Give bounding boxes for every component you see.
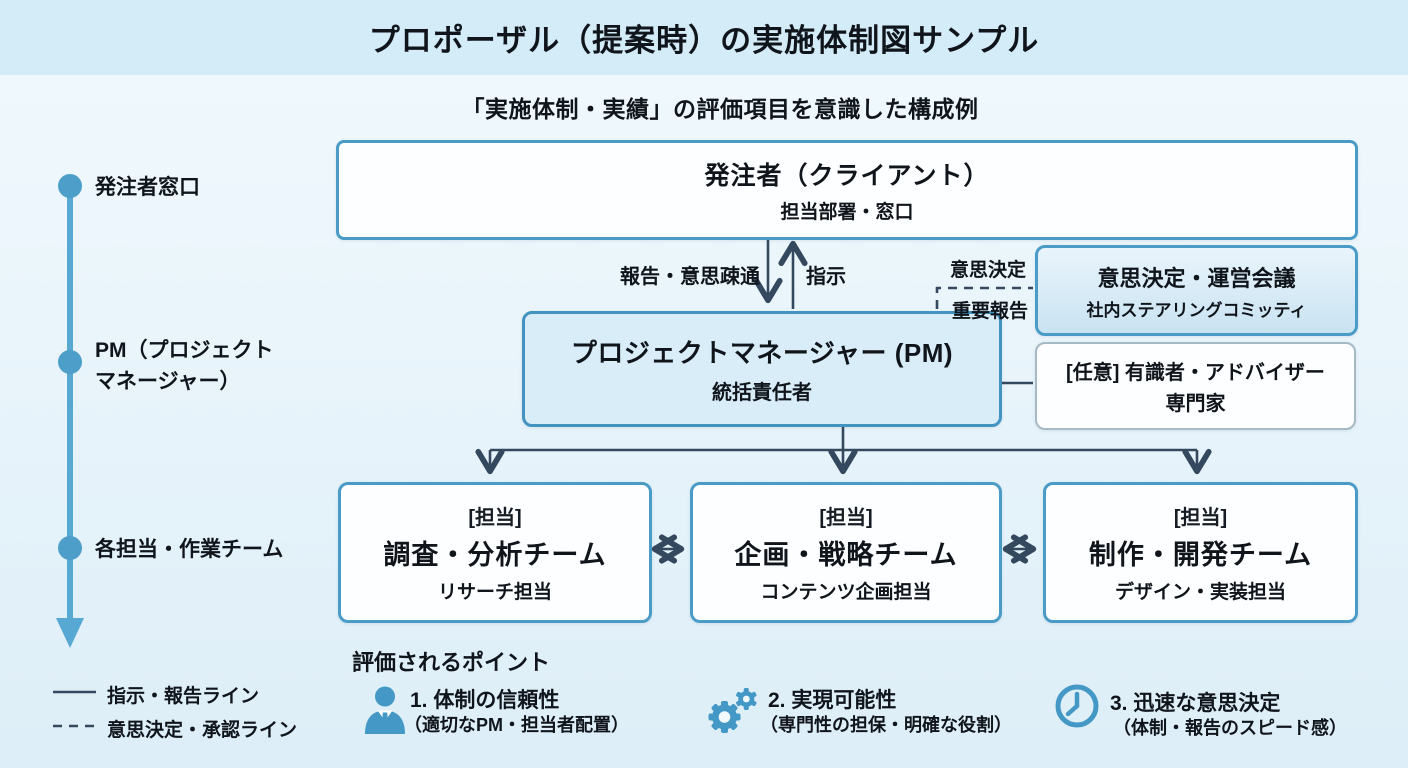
team-box-research: [担当] 調査・分析チーム リサーチ担当 <box>338 482 652 623</box>
pm-box-title: プロジェクトマネージャー (PM) <box>570 338 954 368</box>
gears-icon <box>708 688 757 733</box>
label-report-communication: 報告・意思疎通 <box>620 266 760 288</box>
evaluation-title-3: 3. 迅速な意思決定 <box>1110 692 1281 715</box>
client-box-title: 発注者（クライアント） <box>704 162 990 190</box>
timeline-label-line: PM（プロジェクト <box>95 339 274 362</box>
client-box: 発注者（クライアント） 担当部署・窓口 <box>336 140 1358 240</box>
advisor-box: [任意] 有識者・アドバイザー 専門家 <box>1035 342 1356 430</box>
advisor-box-subtitle: 専門家 <box>1165 393 1226 415</box>
timeline-label-client: 発注者窓口 <box>95 172 200 203</box>
team-sub: リサーチ担当 <box>437 582 552 603</box>
pm-box: プロジェクトマネージャー (PM) 統括責任者 <box>522 311 1002 427</box>
title-band: プロポーザル（提案時）の実施体制図サンプル <box>0 0 1408 75</box>
timeline-label-line: 各担当・作業チーム <box>95 538 284 561</box>
businessperson-icon <box>365 686 405 734</box>
page-title: プロポーザル（提案時）の実施体制図サンプル <box>368 23 1040 58</box>
advisor-box-title: [任意] 有識者・アドバイザー <box>1066 362 1325 384</box>
page-subtitle: 「実施体制・実績」の評価項目を意識した構成例 <box>461 96 979 122</box>
team-box-production: [担当] 制作・開発チーム デザイン・実装担当 <box>1043 482 1358 623</box>
team-role-tag: [担当] <box>468 507 522 529</box>
steering-box-subtitle: 社内ステアリングコミッティ <box>1086 300 1307 320</box>
label-decision: 意思決定 <box>949 260 1026 281</box>
label-instruction: 指示 <box>806 266 846 288</box>
evaluation-desc-1: （適切なPM・担当者配置） <box>404 715 629 735</box>
label-important-report: 重要報告 <box>951 301 1028 322</box>
timeline-label-teams: 各担当・作業チーム <box>95 534 283 565</box>
team-name: 企画・戦略チーム <box>734 540 958 570</box>
client-box-subtitle: 担当部署・窓口 <box>780 202 914 223</box>
clock-icon <box>1055 684 1099 728</box>
evaluation-title-1: 1. 体制の信頼性 <box>410 689 560 712</box>
team-role-tag: [担当] <box>819 507 873 529</box>
legend-label-decision-approval-line: 意思決定・承認ライン <box>107 720 298 741</box>
timeline-label-pm: PM（プロジェクト マネージャー） <box>95 335 274 397</box>
timeline-dot-pm <box>58 350 82 374</box>
team-role-tag: [担当] <box>1173 507 1228 529</box>
team-sub: デザイン・実装担当 <box>1114 582 1286 603</box>
team-name: 制作・開発チーム <box>1088 540 1313 570</box>
timeline-dot-teams <box>58 536 82 560</box>
timeline-dot-client <box>58 174 82 198</box>
legend-label-instruction-report-line: 指示・報告ライン <box>107 686 260 707</box>
team-sub: コンテンツ企画担当 <box>760 582 932 603</box>
steering-committee-box: 意思決定・運営会議 社内ステアリングコミッティ <box>1035 245 1358 336</box>
evaluation-header: 評価されるポイント <box>352 650 551 675</box>
timeline-label-line: マネージャー） <box>95 370 241 393</box>
timeline-label-line: 発注者窓口 <box>95 176 200 199</box>
evaluation-title-2: 2. 実現可能性 <box>768 689 897 712</box>
evaluation-desc-2: （専門性の担保・明確な役割） <box>760 715 1012 735</box>
pm-box-subtitle: 統括責任者 <box>712 382 812 404</box>
team-name: 調査・分析チーム <box>383 540 607 570</box>
evaluation-desc-3: （体制・報告のスピード感） <box>1113 718 1347 738</box>
steering-box-title: 意思決定・運営会議 <box>1097 265 1296 291</box>
timeline-arrowhead <box>56 618 84 648</box>
team-box-planning: [担当] 企画・戦略チーム コンテンツ企画担当 <box>690 482 1002 623</box>
